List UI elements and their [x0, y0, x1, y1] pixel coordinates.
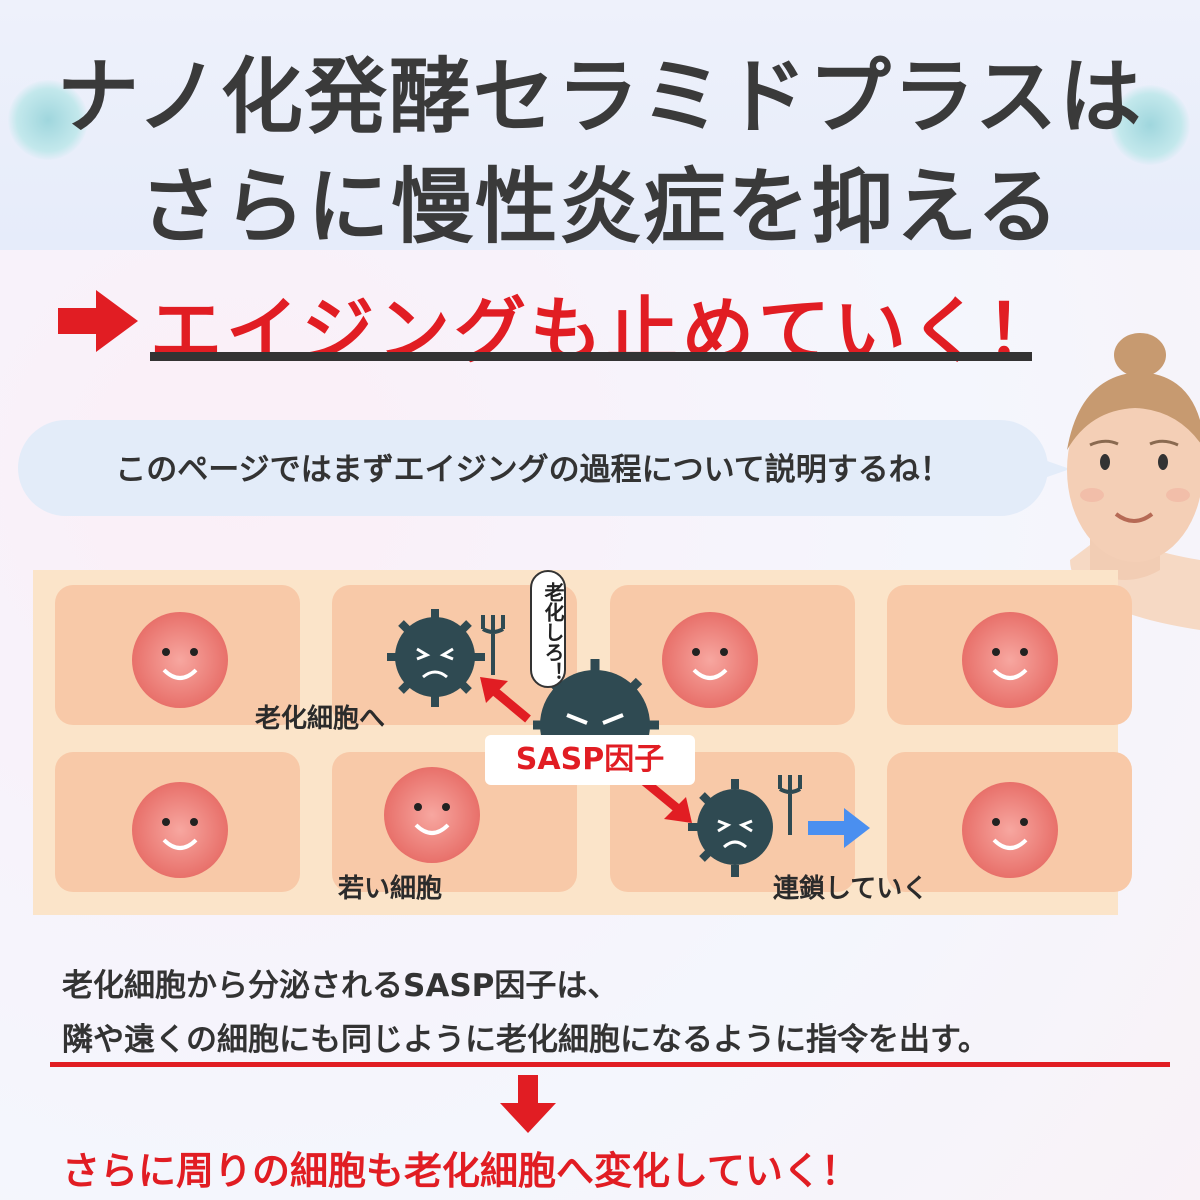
- red-arrow-right-icon: [58, 290, 138, 352]
- red-arrow-down-icon: [500, 1075, 556, 1133]
- label-young: 若い細胞: [338, 874, 443, 904]
- cell-face-icon: [132, 782, 228, 878]
- label-chain: 連鎖していく: [773, 874, 929, 904]
- page-title-line-1: ナノ化発酵セラミドプラスは: [56, 50, 1144, 145]
- blue-arrow-right-icon: [808, 808, 870, 848]
- speech-bubble-text: このページではまずエイジングの過程について説明するね！: [115, 452, 951, 488]
- cell-face-icon: [962, 782, 1058, 878]
- cell-face-icon: [662, 612, 758, 708]
- decor-blob-right-icon: [1110, 85, 1190, 165]
- cell-face-icon: [384, 767, 480, 863]
- title-band: [0, 0, 1200, 250]
- red-arrow-down-right-icon: [641, 777, 692, 823]
- senescent-cell-icon: [387, 609, 505, 707]
- headline-underline: [150, 352, 1032, 361]
- page-title-line-2: さらに慢性炎症を抑える: [139, 160, 1061, 255]
- decor-blob-left-icon: [8, 80, 88, 160]
- cell-face-icon: [132, 612, 228, 708]
- senescent-cell-icon: [688, 775, 802, 877]
- headline: エイジングも止めていく！: [150, 289, 1063, 373]
- cell-face-icon: [962, 612, 1058, 708]
- red-arrow-up-left-icon: [480, 677, 531, 723]
- label-senescent: 老化細胞へ: [255, 704, 386, 734]
- body-text-line-1: 老化細胞から分泌されるSASP因子は、: [62, 968, 619, 1004]
- woman-avatar: [1067, 333, 1200, 630]
- body-underline: [50, 1062, 1170, 1067]
- speech-bubble: [18, 420, 1048, 516]
- speech-bubble-tail: [1030, 455, 1070, 483]
- body-text-line-2: 隣や遠くの細胞にも同じように老化細胞になるように指令を出す。: [62, 1022, 989, 1058]
- label-sasp: SASP因子: [485, 735, 695, 785]
- conclusion-text: さらに周りの細胞も老化細胞へ変化していく！: [62, 1149, 859, 1193]
- speech-callout: 老化しろ！: [530, 570, 566, 688]
